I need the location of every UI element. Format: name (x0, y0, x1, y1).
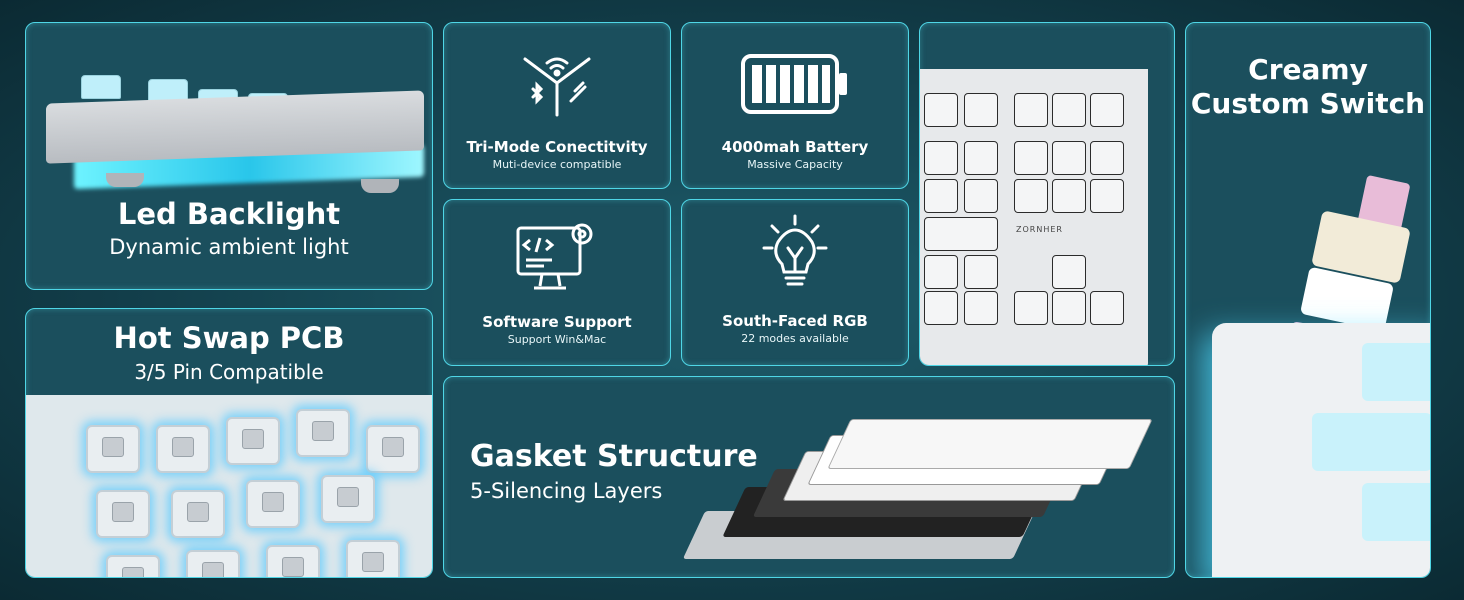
gasket-subtitle: 5-Silencing Layers (470, 479, 663, 503)
panel-rgb: South-Faced RGB 22 modes available (681, 199, 909, 366)
switch-title-line1: Creamy (1248, 53, 1368, 86)
battery-icon (741, 54, 847, 114)
panel-gasket: Gasket Structure 5-Silencing Layers (443, 376, 1175, 578)
led-subtitle: Dynamic ambient light (109, 235, 349, 259)
trimode-subtitle: Muti-device compatible (492, 158, 622, 171)
switch-socket (226, 417, 280, 465)
wireless-bluetooth-usb-icon (523, 57, 591, 117)
switch-socket (266, 545, 320, 577)
switch-socket (171, 490, 225, 538)
battery-title: 4000mah Battery (721, 138, 869, 156)
switch-socket (296, 409, 350, 457)
gasket-title: Gasket Structure (470, 439, 758, 474)
switch-socket (186, 550, 240, 577)
battery-subtitle: Massive Capacity (747, 158, 843, 171)
rgb-subtitle: 22 modes available (741, 332, 849, 345)
panel-battery: 4000mah Battery Massive Capacity (681, 22, 909, 189)
switch-socket (96, 490, 150, 538)
switch-socket (156, 425, 210, 473)
switch-socket (106, 555, 160, 577)
panel-led-backlight: Led Backlight Dynamic ambient light (25, 22, 433, 290)
lightbulb-icon (762, 214, 828, 286)
switch-socket (321, 475, 375, 523)
keyboard-top-view: ZORNHER (920, 69, 1148, 365)
panel-tri-mode: Tri-Mode Conectitvity Muti-device compat… (443, 22, 671, 189)
panel-creamy-switch: Creamy Custom Switch (1185, 22, 1431, 578)
keyboard-foot (361, 179, 399, 193)
hotswap-subtitle: 3/5 Pin Compatible (134, 360, 324, 384)
led-title: Led Backlight (117, 197, 341, 231)
switch-socket (246, 480, 300, 528)
keyboard-brand-label: ZORNHER (1016, 225, 1063, 234)
software-subtitle: Support Win&Mac (507, 333, 607, 346)
switch-socket (346, 540, 400, 577)
keyboard-foot (106, 173, 144, 187)
panel-hot-swap: Hot Swap PCB 3/5 Pin Compatible (25, 308, 433, 578)
software-title: Software Support (482, 313, 632, 331)
switch-title-line2: Custom Switch (1190, 87, 1426, 120)
keycap (81, 75, 121, 99)
hotswap-title: Hot Swap PCB (113, 321, 345, 355)
trimode-title: Tri-Mode Conectitvity (466, 138, 648, 156)
switch-socket (86, 425, 140, 473)
panel-keyboard-photo: ZORNHER (919, 22, 1175, 366)
rgb-title: South-Faced RGB (722, 312, 868, 330)
hotswap-switch-grid (26, 395, 432, 577)
monitor-code-gear-icon (516, 223, 593, 290)
switch-socket (366, 425, 420, 473)
keyboard-corner (1212, 323, 1430, 577)
panel-software: Software Support Support Win&Mac (443, 199, 671, 366)
